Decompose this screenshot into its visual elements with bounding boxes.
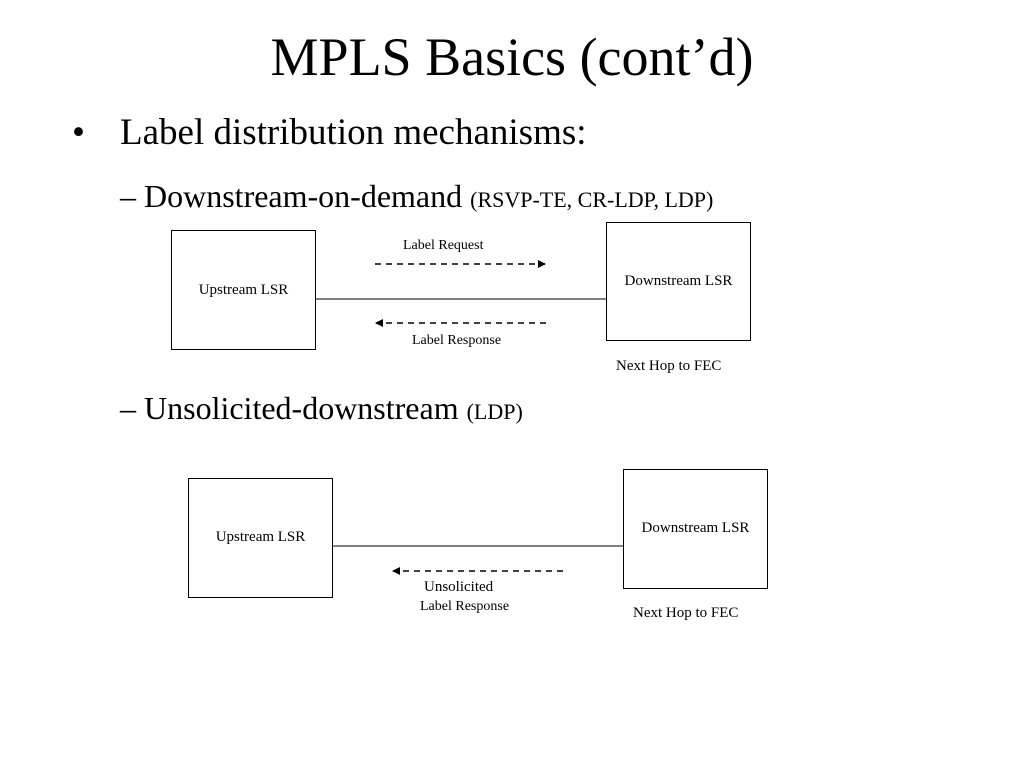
bullet-item: • Label distribution mechanisms: bbox=[72, 114, 587, 151]
sub-item-downstream-on-demand: – Downstream-on-demand (RSVP-TE, CR-LDP,… bbox=[120, 180, 713, 212]
upstream-lsr-label: Upstream LSR bbox=[215, 529, 306, 545]
upstream-lsr-box: Upstream LSR bbox=[188, 478, 333, 598]
sub-item-main-text: Downstream-on-demand bbox=[144, 178, 471, 214]
sub-item-note: (RSVP-TE, CR-LDP, LDP) bbox=[470, 187, 714, 212]
sub-item-note: (LDP) bbox=[466, 399, 523, 424]
downstream-lsr-label: Downstream LSR bbox=[624, 273, 733, 289]
unsolicited-text: Unsolicited bbox=[424, 579, 494, 595]
next-hop-text: Next Hop to FEC bbox=[633, 605, 739, 621]
downstream-lsr-box: Downstream LSR bbox=[623, 469, 768, 589]
downstream-lsr-label: Downstream LSR bbox=[641, 520, 750, 536]
next-hop-text: Next Hop to FEC bbox=[616, 358, 722, 374]
label-response-text: Label Response bbox=[420, 599, 510, 614]
label-response-text: Label Response bbox=[412, 333, 502, 348]
sub-item-dash: – bbox=[120, 178, 144, 214]
bullet-dot: • bbox=[72, 112, 85, 153]
downstream-lsr-box: Downstream LSR bbox=[606, 222, 751, 341]
sub-item-dash: – bbox=[120, 390, 144, 426]
slide-title: MPLS Basics (cont’d) bbox=[270, 27, 754, 87]
label-request-text: Label Request bbox=[403, 238, 484, 253]
bullet-text: Label distribution mechanisms: bbox=[120, 112, 587, 153]
upstream-lsr-box: Upstream LSR bbox=[171, 230, 316, 350]
sub-item-unsolicited-downstream: – Unsolicited-downstream (LDP) bbox=[120, 392, 523, 424]
upstream-lsr-label: Upstream LSR bbox=[198, 282, 289, 298]
sub-item-main-text: Unsolicited-downstream bbox=[144, 390, 467, 426]
